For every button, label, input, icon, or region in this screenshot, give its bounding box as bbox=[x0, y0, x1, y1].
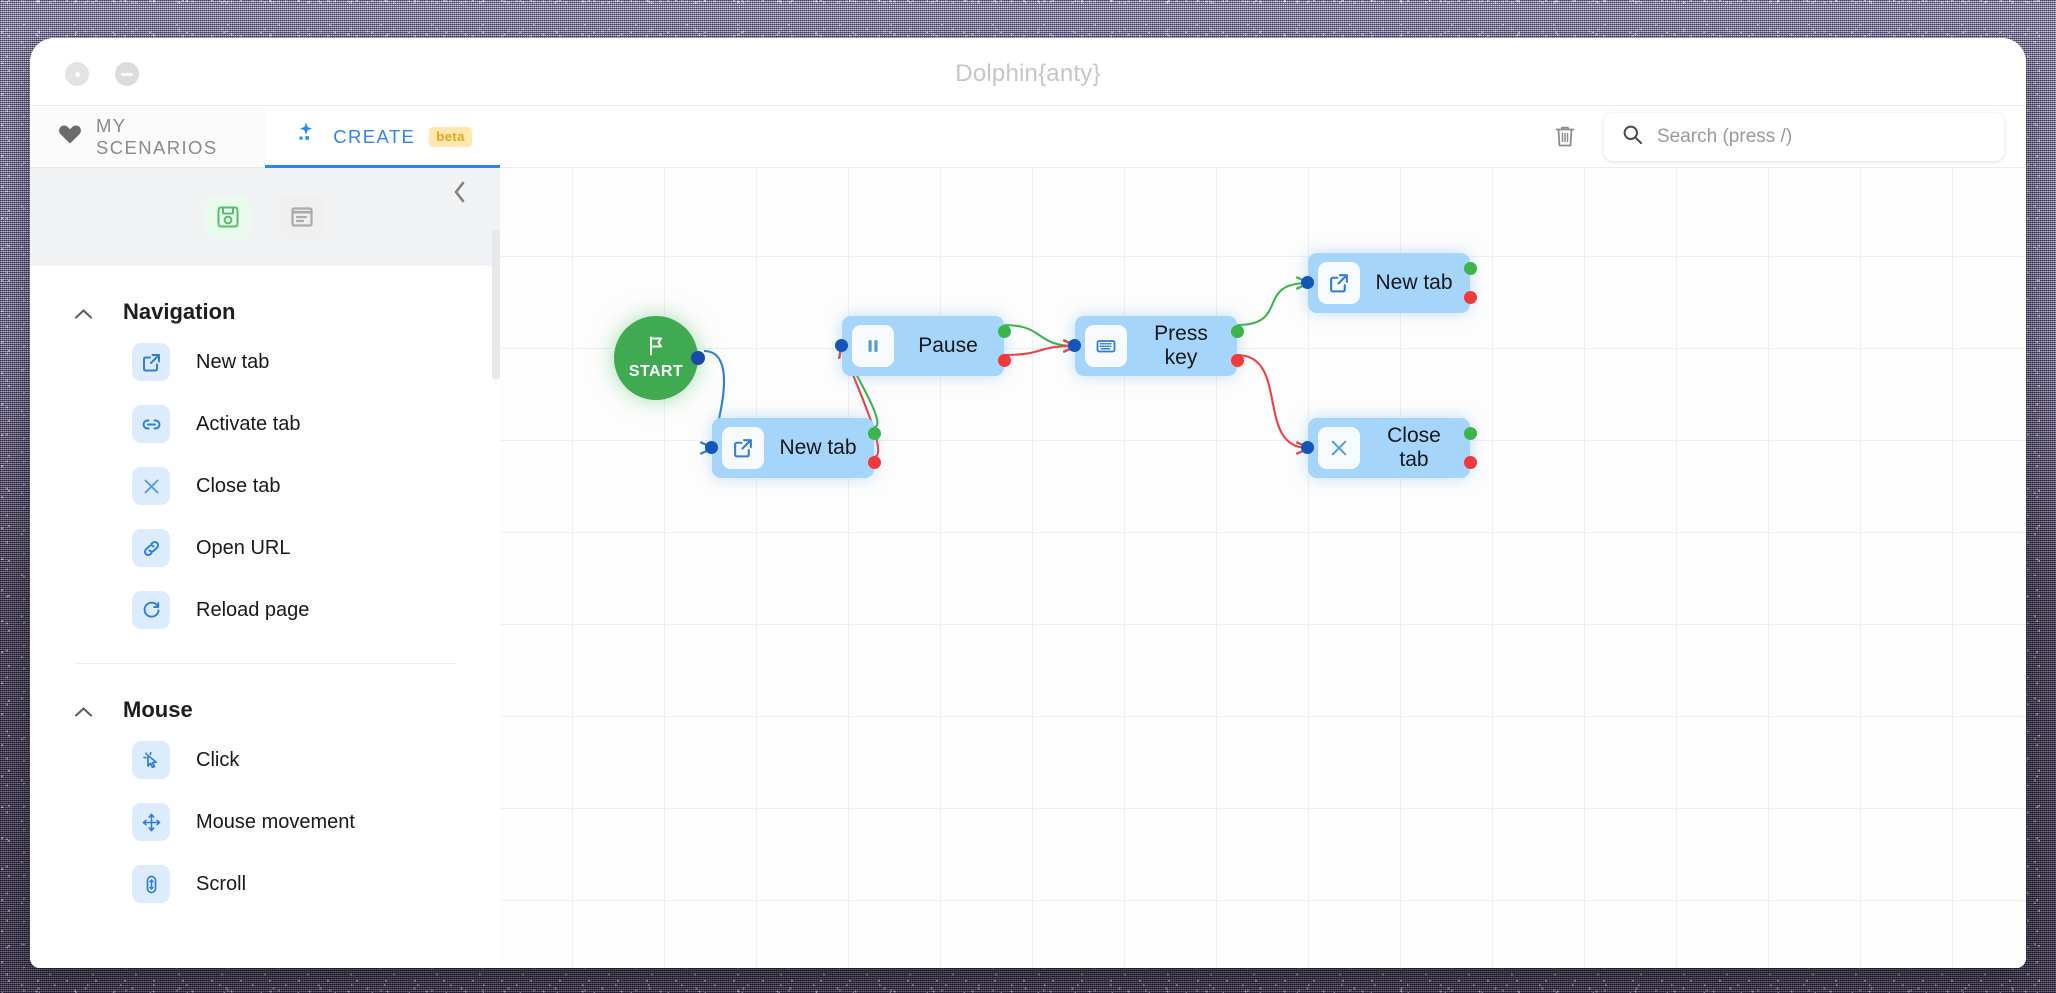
input-port[interactable] bbox=[1301, 276, 1314, 289]
input-port[interactable] bbox=[705, 441, 718, 454]
external-link-icon bbox=[722, 427, 764, 469]
move-arrows-icon bbox=[132, 803, 170, 841]
sidebar-item-label: Click bbox=[196, 748, 240, 771]
magic-wand-icon bbox=[293, 121, 319, 152]
output-port-error[interactable] bbox=[1231, 354, 1244, 367]
search-box[interactable] bbox=[1604, 112, 2004, 161]
node-label: Pause bbox=[918, 334, 978, 357]
flow-canvas[interactable]: START New tab bbox=[500, 168, 2026, 968]
sidebar-item-scroll[interactable]: Scroll bbox=[74, 853, 456, 915]
sidebar-toolbar bbox=[30, 168, 500, 380]
node-start-label: START bbox=[628, 363, 684, 380]
tab-my-scenarios-label: MY SCENARIOS bbox=[96, 114, 218, 158]
output-port-success[interactable] bbox=[998, 325, 1011, 338]
window-dot-button[interactable] bbox=[65, 62, 89, 86]
sidebar: MY SCENARIOS CREATE beta bbox=[30, 106, 500, 968]
sidebar-item-label: Mouse movement bbox=[196, 810, 355, 833]
window-title: Dolphin{anty} bbox=[955, 60, 1101, 87]
chain-link-icon bbox=[132, 529, 170, 567]
group-mouse-header[interactable]: Mouse bbox=[74, 664, 456, 729]
node-new-tab-2[interactable]: New tab bbox=[1301, 253, 1477, 313]
sidebar-item-label: Open URL bbox=[196, 536, 291, 559]
close-x-icon bbox=[132, 467, 170, 505]
scroll-icon bbox=[132, 865, 170, 903]
output-port-error[interactable] bbox=[998, 354, 1011, 367]
sidebar-item-close-tab[interactable]: Close tab bbox=[74, 455, 456, 517]
search-input[interactable] bbox=[1657, 125, 1986, 148]
node-start[interactable]: START bbox=[614, 316, 705, 400]
sidebar-item-reload-page[interactable]: Reload page bbox=[74, 579, 456, 641]
input-port[interactable] bbox=[1301, 441, 1314, 454]
flag-icon bbox=[645, 335, 667, 362]
node-start-output-port[interactable] bbox=[691, 351, 705, 365]
group-navigation: Navigation New tab Activ bbox=[30, 266, 500, 664]
save-button[interactable] bbox=[206, 195, 250, 239]
input-port[interactable] bbox=[835, 339, 848, 352]
group-divider bbox=[74, 663, 456, 664]
chevron-up-icon bbox=[74, 704, 93, 721]
sidebar-item-click[interactable]: Click bbox=[74, 729, 456, 791]
tab-create[interactable]: CREATE beta bbox=[265, 106, 500, 168]
output-port-success[interactable] bbox=[1464, 427, 1477, 440]
main-header bbox=[500, 106, 2026, 168]
node-label: Press key bbox=[1154, 322, 1208, 369]
output-port-error[interactable] bbox=[1464, 456, 1477, 469]
window-minimize-button[interactable] bbox=[115, 62, 139, 86]
badge-beta: beta bbox=[429, 126, 472, 147]
content-row: MY SCENARIOS CREATE beta bbox=[30, 106, 2026, 968]
sidebar-item-mouse-movement[interactable]: Mouse movement bbox=[74, 791, 456, 853]
document-button[interactable] bbox=[280, 195, 324, 239]
sidebar-scrollbar[interactable] bbox=[492, 230, 500, 380]
sidebar-item-new-tab[interactable]: New tab bbox=[74, 331, 456, 393]
trash-icon[interactable] bbox=[1548, 120, 1582, 154]
pause-icon bbox=[852, 325, 894, 367]
reload-icon bbox=[132, 591, 170, 629]
sidebar-item-label: Activate tab bbox=[196, 412, 301, 435]
close-x-icon bbox=[1318, 427, 1360, 469]
app-window: Dolphin{anty} MY SCENARIOS bbox=[30, 38, 2026, 968]
group-navigation-header[interactable]: Navigation bbox=[74, 266, 456, 331]
cursor-click-icon bbox=[132, 741, 170, 779]
node-label: New tab bbox=[779, 436, 857, 459]
sidebar-collapse-button[interactable] bbox=[446, 178, 474, 206]
tab-create-label: CREATE bbox=[333, 125, 416, 147]
output-port-success[interactable] bbox=[868, 427, 881, 440]
group-mouse-title: Mouse bbox=[123, 697, 193, 722]
output-port-success[interactable] bbox=[1231, 325, 1244, 338]
group-mouse: Mouse Click Mouse moveme bbox=[30, 664, 500, 915]
external-link-icon bbox=[1318, 262, 1360, 304]
main-panel: START New tab bbox=[500, 106, 2026, 968]
node-pause[interactable]: Pause bbox=[835, 316, 1011, 376]
sidebar-item-label: Reload page bbox=[196, 598, 310, 621]
heart-icon bbox=[58, 123, 82, 150]
external-link-icon bbox=[132, 343, 170, 381]
flow-edges bbox=[500, 168, 2026, 459]
output-port-error[interactable] bbox=[1464, 291, 1477, 304]
keyboard-icon bbox=[1085, 325, 1127, 367]
title-bar: Dolphin{anty} bbox=[30, 38, 2026, 106]
sidebar-item-activate-tab[interactable]: Activate tab bbox=[74, 393, 456, 455]
tab-my-scenarios[interactable]: MY SCENARIOS bbox=[30, 106, 266, 167]
sidebar-item-open-url[interactable]: Open URL bbox=[74, 517, 456, 579]
output-port-error[interactable] bbox=[868, 456, 881, 469]
chevron-up-icon bbox=[74, 306, 93, 323]
sidebar-item-label: Scroll bbox=[196, 872, 247, 895]
node-label: New tab bbox=[1375, 271, 1453, 294]
sidebar-action-list: Navigation New tab Activ bbox=[30, 266, 500, 915]
node-new-tab-1[interactable]: New tab bbox=[705, 418, 881, 478]
group-navigation-title: Navigation bbox=[123, 299, 236, 324]
node-label: Close tab bbox=[1387, 424, 1441, 471]
node-close-tab[interactable]: Close tab bbox=[1301, 418, 1477, 478]
tab-bar: MY SCENARIOS CREATE beta bbox=[30, 106, 500, 168]
sidebar-item-label: New tab bbox=[196, 350, 270, 373]
input-port[interactable] bbox=[1068, 339, 1081, 352]
search-icon bbox=[1622, 124, 1643, 150]
output-port-success[interactable] bbox=[1464, 262, 1477, 275]
link-horizontal-icon bbox=[132, 405, 170, 443]
sidebar-item-label: Close tab bbox=[196, 474, 281, 497]
node-press-key[interactable]: Press key bbox=[1068, 316, 1244, 376]
